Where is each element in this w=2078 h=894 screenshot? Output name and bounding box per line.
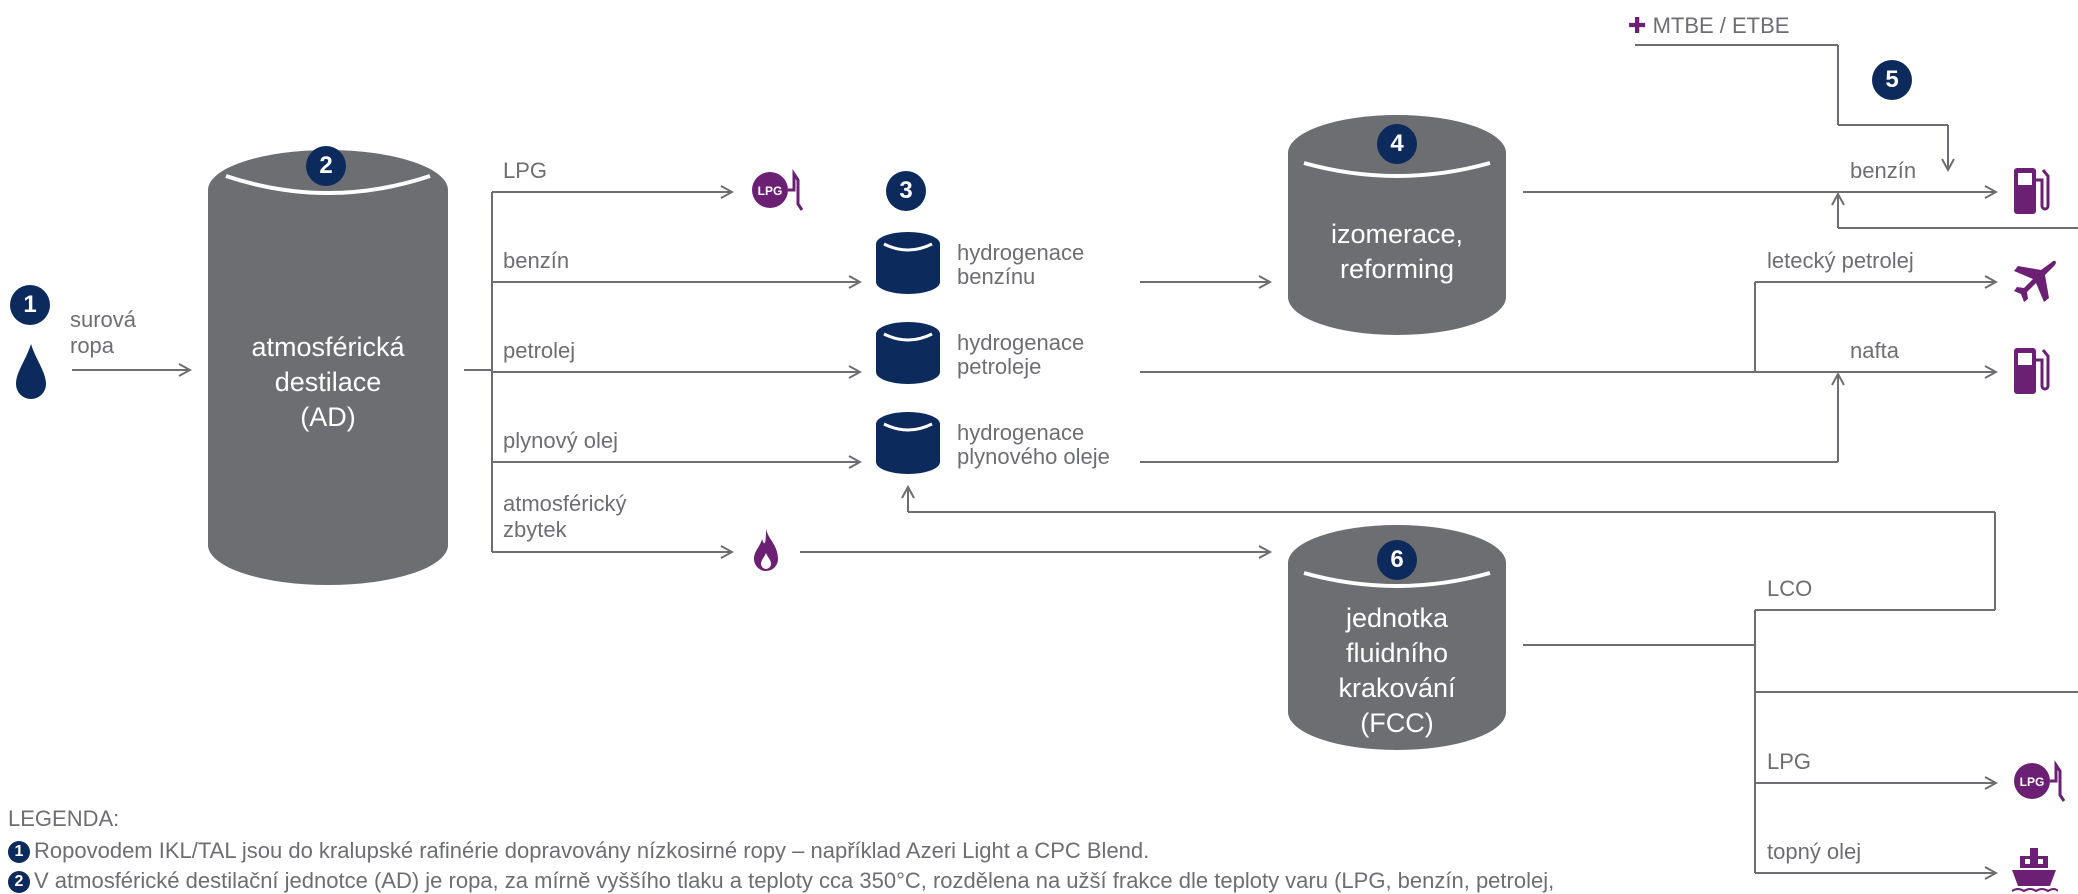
hydro-plyn-label: hydrogenace plynového oleje [957,420,1110,469]
product-benzin: benzín [1850,158,1917,183]
legend-badge-2: 2 [8,871,30,894]
unit-ad-label: atmosférická destilace (AD) [251,332,405,432]
ad-output-zbytek: atmosférický zbytek [503,491,627,542]
badge-2: 2 [306,146,346,186]
unit-fcc: 6 jednotka fluidního krakování (FCC) [1288,525,1506,750]
badge-4: 4 [1377,124,1417,164]
flame-icon [754,529,778,571]
fuel-pump-icon [2014,168,2050,214]
legend-badge-1: 1 [8,841,30,864]
unit-izomerace: 4 izomerace, reforming [1288,115,1506,335]
fuel-pump-icon [2014,348,2050,394]
hydrotreater-benzin-icon [876,232,940,294]
hydrotreater-plyn-icon [876,412,940,474]
lpg-pump-icon: LPG [750,168,806,212]
product-lpg: LPG [1767,749,1812,774]
hydro-benzin-label: hydrogenace benzínu [957,240,1085,289]
lpg-pump-icon: LPG [2012,759,2068,803]
legend-title: LEGENDA: [8,806,120,831]
ad-output-petrolej: petrolej [503,338,576,363]
plus-icon: ✚ [1628,13,1647,38]
badge-6: 6 [1377,540,1417,580]
badge-3: 3 [886,171,926,211]
badge-5: 5 [1872,60,1912,100]
svg-text:LPG: LPG [2020,775,2045,789]
badge-1: 1 [10,285,50,325]
additive-text: MTBE / ETBE [1652,13,1790,38]
unit-fcc-label: jednotka fluidního krakování (FCC) [1338,603,1456,738]
unit-izomerace-label: izomerace, reforming [1330,219,1464,284]
ad-output-lpg: LPG [503,158,548,183]
product-nafta: nafta [1850,338,1899,363]
legend-text-2: V atmosférické destilační jednotce (AD) … [34,868,1555,893]
product-letecky: letecký petrolej [1767,248,1914,273]
ship-icon [2011,848,2058,893]
ad-output-benzin: benzín [503,248,570,273]
additive-label: ✚ MTBE / ETBE [1628,13,1789,39]
product-topny: topný olej [1767,839,1862,864]
svg-text:LPG: LPG [758,184,783,198]
legend-text-1: Ropovodem IKL/TAL jsou do kralupské rafi… [34,838,1150,863]
hydro-petrolej-label: hydrogenace petroleje [957,330,1085,379]
oil-drop-icon [16,344,46,399]
unit-ad: 2 atmosférická destilace (AD) [208,146,448,585]
crude-label: surová ropa [70,307,137,358]
product-lco: LCO [1767,576,1813,601]
airplane-icon [2014,260,2056,302]
ad-output-plynovy-olej: plynový olej [503,428,618,453]
hydrotreater-petrolej-icon [876,322,940,384]
